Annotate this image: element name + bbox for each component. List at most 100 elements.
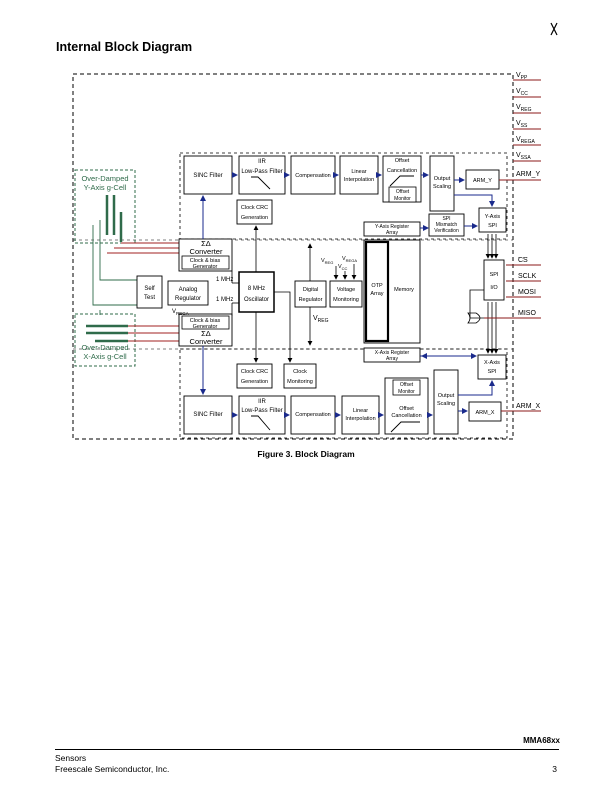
x-reg-label-1: X-Axis Register <box>375 350 410 356</box>
pin-vssa: VSSA <box>516 152 531 161</box>
y-comp-label: Compensation <box>295 173 330 179</box>
y-clock-crc-label-2: Generation <box>241 215 268 221</box>
page-number: 3 <box>552 764 557 774</box>
analog-reg-label-1: Analog <box>179 287 198 293</box>
y-spi-label-2: SPI <box>488 223 497 229</box>
x-clock-bias-gen <box>181 315 230 330</box>
y-om-label-1: Offset <box>396 189 410 195</box>
x-axis-gcell <box>74 313 136 367</box>
y-clock-crc-block <box>236 199 273 225</box>
y-capacitor-icon <box>105 195 123 242</box>
x-reg-label-2: Array <box>386 356 398 362</box>
x-iir-filter <box>238 395 286 435</box>
x-iir-label-1: IIR <box>258 399 266 405</box>
x-sinc-label: SINC Filter <box>193 412 222 418</box>
otp-label-1: OTP <box>371 283 383 289</box>
spi-io-block <box>483 259 505 301</box>
x-spi-label-1: X-Axis <box>484 360 500 366</box>
vreg-input-label: VREG <box>321 258 333 265</box>
x-om-label-1: Offset <box>400 382 414 388</box>
pin-miso: MISO <box>518 310 536 317</box>
y-axis-spi <box>478 207 507 233</box>
y-spi-label-1: Y-Axis <box>485 214 501 220</box>
x-gcell-label-2: X-Axis g-Cell <box>83 352 127 361</box>
y-lpf-curve-icon <box>251 176 271 190</box>
y-offset-monitor <box>388 186 417 203</box>
pin-arm-y: ARM_Y <box>516 171 540 178</box>
x-clock-crc-block <box>236 363 273 389</box>
footer-category: Sensors <box>55 753 87 763</box>
x-clock-crc-label-1: Clock CRC <box>241 369 268 375</box>
memory-label: Memory <box>394 287 414 293</box>
digital-reg-label-1: Digital <box>303 287 318 293</box>
y-iir-filter <box>238 155 286 195</box>
figure-caption: Figure 3. Block Diagram <box>257 449 355 459</box>
clock-monitoring-block <box>283 363 317 389</box>
footer-company: Freescale Semiconductor, Inc. <box>55 764 170 774</box>
oscillator-label-2: Oscillator <box>244 297 269 303</box>
y-reg-label-1: Y-Axis Register <box>375 224 409 230</box>
x-sigma-delta-label: ΣΔ <box>201 329 211 338</box>
pin-vreg: VREG <box>516 104 532 113</box>
freq-1mhz-bottom: 1 MHz <box>216 297 233 303</box>
y-axis-gcell <box>74 169 136 244</box>
mismatch-label-2: Mismatch <box>436 222 458 228</box>
y-reg-label-2: Array <box>386 230 398 236</box>
x-li-label-2: Interpolation <box>345 416 375 422</box>
y-output-scaling <box>429 155 455 212</box>
spi-io-label-1: SPI <box>490 272 499 278</box>
y-linear-interp <box>339 155 379 195</box>
document-id: MMA68xx <box>523 736 560 745</box>
y-compensation <box>290 155 336 195</box>
x-clock-bias-label-1: Clock & bias <box>190 318 221 324</box>
x-li-label-1: Linear <box>353 408 368 414</box>
x-register-array <box>363 347 421 363</box>
y-li-label-2: Interpolation <box>344 177 374 183</box>
y-gcell-label-1: Over-Damped <box>81 174 128 183</box>
pin-sclk: SCLK <box>518 273 537 280</box>
corner-mark-icon <box>550 22 558 36</box>
x-sinc-filter <box>183 395 233 435</box>
clock-mon-label-1: Clock <box>293 369 307 375</box>
pin-vpp: VPP <box>516 72 528 81</box>
analog-regulator-block <box>167 280 209 306</box>
x-converter-label: Converter <box>190 337 223 346</box>
x-axis-spi <box>477 354 507 380</box>
y-gcell-label-2: Y-Axis g-Cell <box>84 183 127 192</box>
voltage-monitoring-block <box>329 280 363 308</box>
x-linear-interp <box>341 395 380 435</box>
pin-cs: CS <box>518 257 528 264</box>
y-sigma-delta-label: ΣΔ <box>201 239 211 248</box>
y-sinc-filter <box>183 155 233 195</box>
y-clock-bias-gen <box>181 255 230 270</box>
y-sinc-label: SINC Filter <box>193 173 222 179</box>
y-oc-label-1: Offset <box>395 158 410 164</box>
digital-reg-label-2: Regulator <box>299 297 323 303</box>
self-test-block <box>136 275 163 309</box>
x-oc-label-2: Cancellation <box>391 413 421 419</box>
x-spi-label-2: SPI <box>488 369 497 375</box>
x-output-scaling <box>433 369 459 435</box>
footer-divider <box>55 749 559 750</box>
freq-1mhz-top: 1 MHz <box>216 277 233 283</box>
clock-mon-label-2: Monitoring <box>287 379 313 385</box>
x-lpf-curve-icon <box>251 415 271 431</box>
y-offset-curve-icon <box>389 175 414 187</box>
x-gcell-label-1: Over-Damped <box>81 343 128 352</box>
x-os-label-2: Scaling <box>437 401 455 407</box>
pin-vss: VSS <box>516 120 528 129</box>
x-clock-bias-label-2: Generator <box>193 324 218 330</box>
oscillator-block <box>238 271 275 313</box>
voltage-mon-label-1: Voltage <box>337 287 355 293</box>
v-rega-label: VREGA <box>172 309 189 316</box>
self-test-label-1: Self <box>144 286 155 292</box>
x-clock-crc-label-2: Generation <box>241 379 268 385</box>
digital-regulator-block <box>294 280 327 308</box>
spi-mismatch-verification <box>428 213 465 237</box>
vreg-output-label: VREG <box>313 315 329 324</box>
y-converter-label: Converter <box>190 247 223 256</box>
y-li-label-1: Linear <box>351 169 366 175</box>
x-iir-label-2: Low-Pass Filter <box>241 408 282 414</box>
section-title: Internal Block Diagram <box>56 40 193 54</box>
